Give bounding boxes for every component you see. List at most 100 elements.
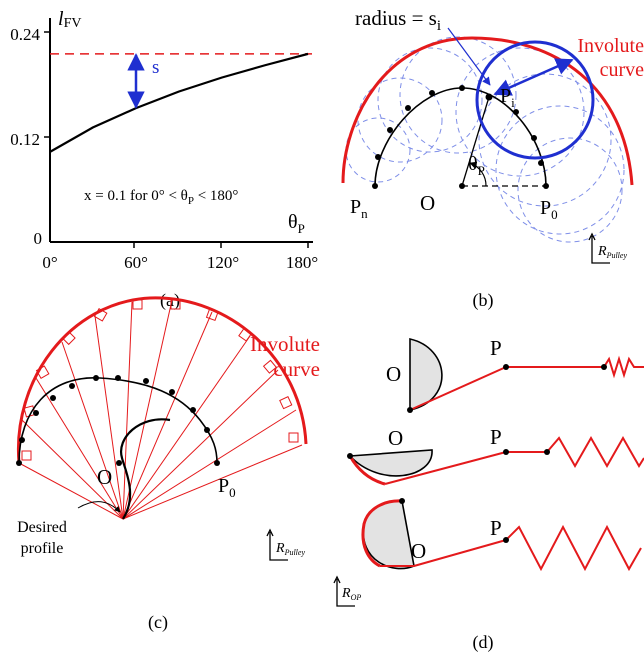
b-trial-circle	[377, 47, 483, 153]
c-frame-symbol	[269, 532, 288, 561]
d-dot	[407, 407, 413, 413]
c-origin-label: O	[97, 465, 112, 489]
c-arc-dot	[69, 383, 75, 389]
d-frame-symbol	[336, 579, 355, 607]
c-arc-dot	[16, 460, 22, 466]
d-cam-2-wrap	[348, 455, 386, 486]
d-frame-label: ROP	[341, 586, 361, 602]
c-ray	[122, 444, 303, 520]
d-cable-1	[409, 366, 507, 411]
b-arc-dot	[387, 127, 393, 133]
c-square	[288, 432, 299, 443]
c-arc-points	[16, 375, 220, 466]
a-xlabel: θP	[288, 211, 305, 236]
c-square	[21, 450, 32, 461]
b-point-pn	[372, 183, 378, 189]
c-base-arc	[18, 377, 218, 464]
b-trial-circle	[495, 105, 625, 235]
b-origin-label: O	[420, 191, 435, 215]
b-involute-curve	[341, 36, 634, 186]
d-dot	[601, 364, 607, 370]
caption-a: (a)	[160, 290, 180, 311]
d-origin-label-1: O	[386, 362, 401, 386]
a-ytick-label: 0.12	[10, 130, 40, 149]
c-profile-pointer	[77, 501, 121, 513]
b-angle-arc	[469, 161, 487, 187]
c-ray	[35, 377, 124, 520]
c-frame-label: RPulley	[275, 541, 305, 557]
c-arc-dot	[115, 375, 121, 381]
b-radius-line	[461, 96, 490, 187]
c-square	[93, 307, 108, 322]
c-ray	[122, 369, 279, 520]
a-xtick-label: 0°	[42, 253, 57, 272]
c-involute-curve	[16, 296, 308, 464]
d-row-1: O P	[386, 336, 644, 413]
b-trial-circle	[517, 137, 623, 243]
a-xtick-label: 60°	[124, 253, 148, 272]
a-ytick-label: 0.24	[10, 25, 40, 44]
c-square	[279, 396, 293, 410]
d-spring-1	[603, 355, 644, 379]
c-square	[170, 299, 181, 310]
c-arc-dot	[50, 395, 56, 401]
d-p-label-3: P	[490, 516, 502, 540]
d-p-label-1: P	[490, 336, 502, 360]
c-arc-dot	[143, 378, 149, 384]
panel-c: Involute curve O P0 Desired profile RPul…	[16, 296, 320, 633]
c-square	[23, 405, 36, 418]
b-blue-circle	[475, 40, 595, 160]
b-arc-dot	[531, 135, 537, 141]
c-origin-dot	[116, 460, 122, 466]
b-arc-dot	[538, 160, 544, 166]
a-s-label: s	[152, 57, 159, 78]
c-arc-dot	[190, 407, 196, 413]
c-arc-dot	[93, 375, 99, 381]
c-involute-label-2: curve	[273, 357, 320, 381]
d-dot	[503, 449, 509, 455]
c-ray	[61, 341, 124, 520]
c-ray	[122, 299, 173, 520]
panel-a: 0.24 0.12 0 0° 60° 120° 180° lFV θP s x …	[10, 8, 318, 311]
c-ray	[122, 409, 297, 520]
a-series-line	[49, 52, 309, 153]
b-arc-dot	[405, 105, 411, 111]
d-dot	[347, 453, 353, 459]
d-dot	[544, 449, 550, 455]
c-ray	[122, 311, 213, 520]
b-radius-label: radius = si	[355, 6, 441, 34]
d-dot	[503, 537, 509, 543]
b-pi-label: Pi	[500, 85, 515, 110]
c-p0-label: P0	[218, 475, 236, 500]
d-spring-2	[546, 435, 644, 469]
b-trial-circle	[357, 77, 443, 163]
c-desired-profile	[119, 418, 171, 520]
b-trial-circle	[455, 47, 585, 177]
c-ray	[122, 335, 251, 520]
panel-d: O P O P O P ROP	[333, 336, 644, 653]
d-row-2: O P	[347, 425, 644, 486]
a-xtick-label: 180°	[286, 253, 318, 272]
c-square	[35, 365, 50, 380]
c-ray	[94, 315, 124, 520]
d-dot	[503, 364, 509, 370]
d-origin-label-2: O	[388, 426, 403, 450]
b-involute-label-2: curve	[600, 59, 644, 81]
c-ray	[21, 419, 124, 520]
b-pn-label: Pn	[350, 196, 368, 221]
caption-d: (d)	[473, 632, 494, 653]
c-ray	[122, 301, 133, 520]
c-involute-label-1: Involute	[250, 332, 320, 356]
d-origin-label-3: O	[411, 539, 426, 563]
b-trial-circle	[345, 117, 411, 183]
b-frame-label: RPulley	[597, 244, 627, 260]
d-cam-1	[409, 337, 443, 411]
c-rays	[18, 299, 303, 520]
b-arc-dot	[459, 85, 465, 91]
b-radius-arrow	[493, 58, 574, 96]
c-square	[61, 330, 76, 346]
b-frame-arrow	[588, 232, 596, 241]
panel-b: radius = si Involute curve Pi θP Pn O P0…	[341, 6, 644, 311]
c-arc-dot	[169, 389, 175, 395]
b-arc-points	[372, 85, 549, 189]
